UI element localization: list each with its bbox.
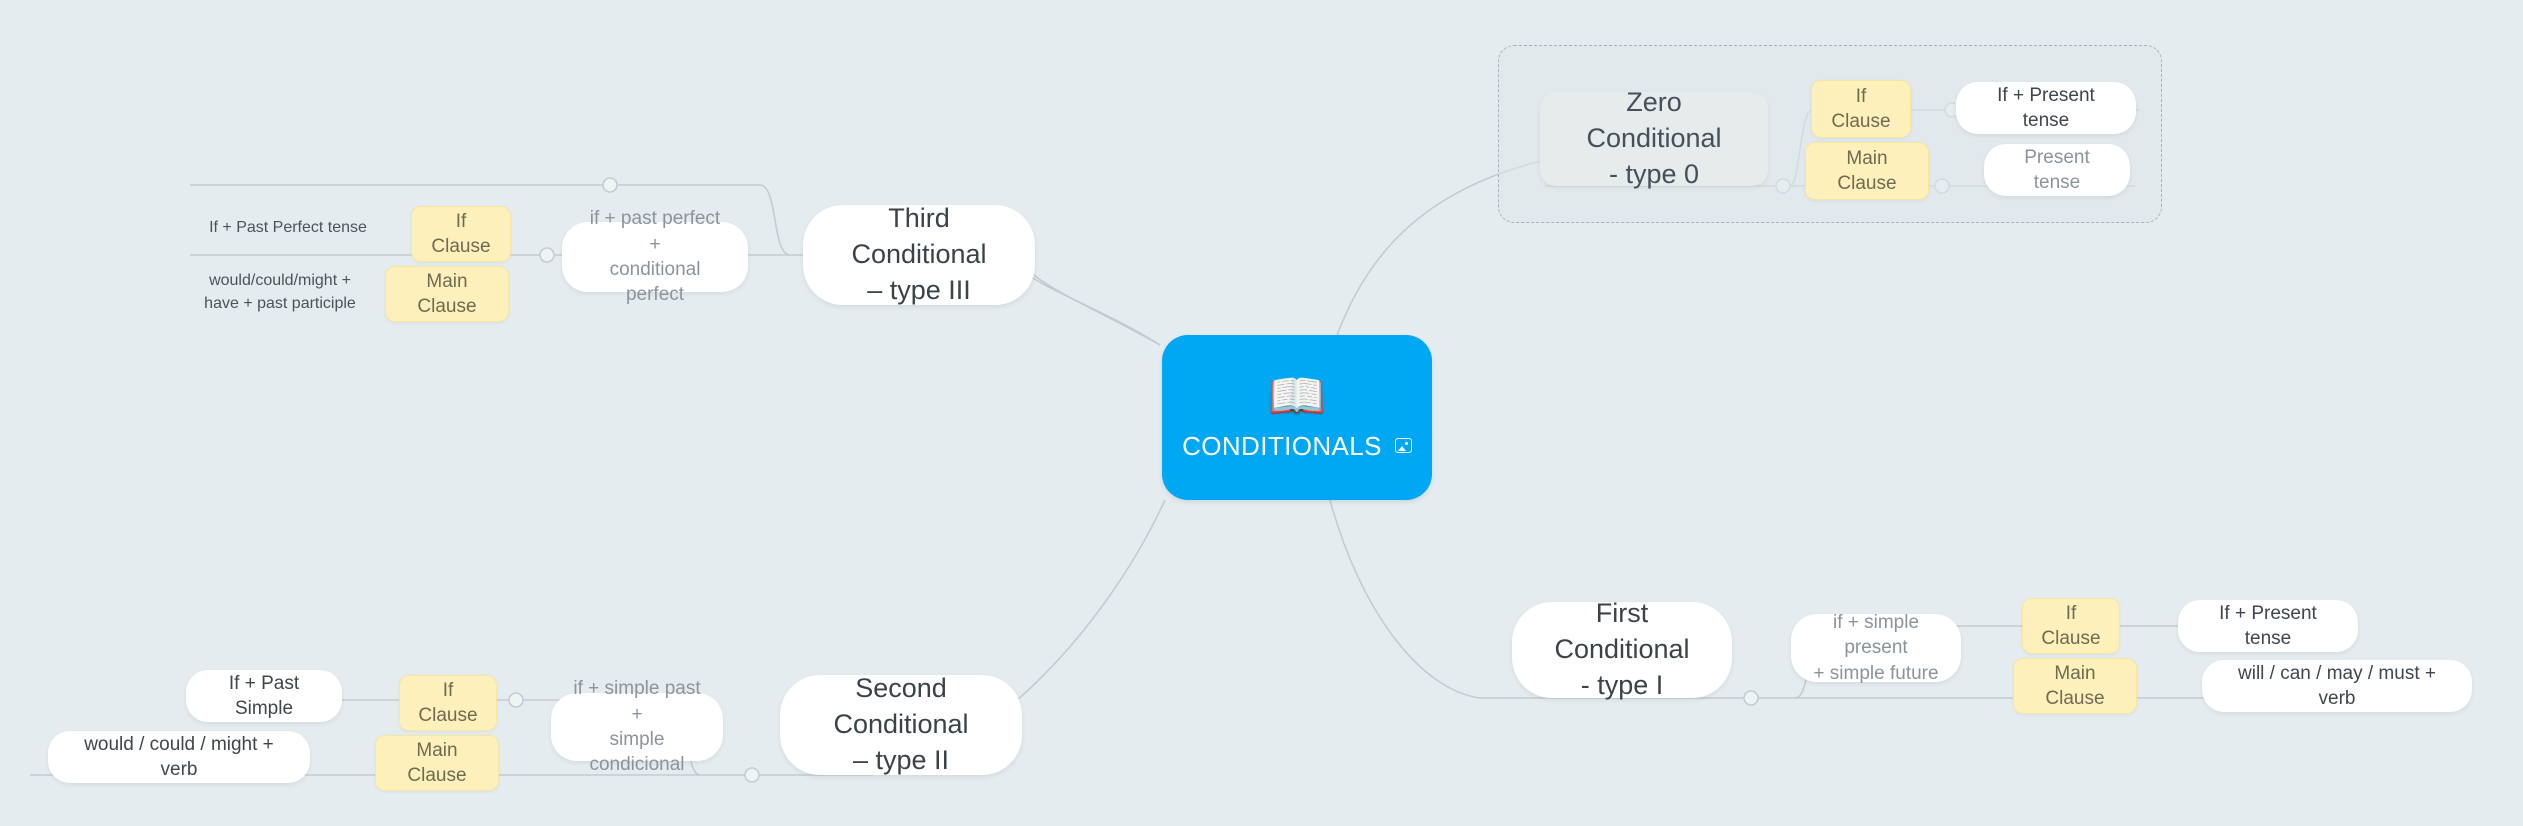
first-formula-label: if + simple present + simple future [1813,612,1939,684]
zero-if-clause-leaf-label: If + Present tense [1997,84,2095,131]
second-formula-label: if + simple past + simple condicional [573,678,701,776]
first-if-clause-leaf[interactable]: If + Present tense [2178,600,2358,652]
third-formula[interactable]: if + past perfect + conditional perfect [562,208,748,305]
edge-root-third-a [1026,254,1161,346]
first-main-clause-leaf-label: will / can / may / must + verb [2238,662,2436,709]
edge-root-first [1329,499,1481,699]
third-if-clause-leaf[interactable]: If + Past Perfect tense [190,210,386,246]
first-main-clause-leaf[interactable]: will / can / may / must + verb [2202,660,2472,712]
zero-main-clause-leaf[interactable]: Present tense [1984,144,2130,196]
zero-if-clause[interactable]: If Clause [1811,80,1911,138]
zero-main-clause-label: Main Clause [1837,147,1897,194]
second-if-clause-leaf-label: If + Past Simple [228,672,300,719]
branch-zero-conditional[interactable]: Zero Conditional - type 0 [1540,87,1768,189]
second-formula[interactable]: if + simple past + simple condicional [551,678,723,775]
branch-third-title: Third Conditional – type III [851,203,987,305]
branch-zero-title: Zero Conditional - type 0 [1586,87,1722,189]
second-if-clause-leaf[interactable]: If + Past Simple [186,670,342,722]
second-main-clause[interactable]: Main Clause [375,735,499,791]
first-main-clause-label: Main Clause [2045,662,2105,709]
second-if-clause-label: If Clause [418,679,478,726]
open-book-icon: 📖 [1267,368,1327,422]
third-if-clause-label: If Clause [431,210,491,257]
second-if-clause[interactable]: If Clause [399,675,497,731]
first-if-clause[interactable]: If Clause [2022,598,2120,654]
second-main-clause-label: Main Clause [407,739,467,786]
image-icon[interactable] [1394,438,1412,454]
zero-if-clause-leaf[interactable]: If + Present tense [1956,82,2136,134]
first-if-clause-label: If Clause [2041,602,2101,649]
branch-first-title: First Conditional - type I [1554,598,1690,700]
third-if-clause-leaf-label: If + Past Perfect tense [209,219,367,237]
zero-main-clause-leaf-label: Present tense [2024,146,2090,193]
third-main-clause-label: Main Clause [417,270,477,317]
third-main-clause-leaf-label: would/could/might + have + past particip… [204,271,356,312]
branch-first-conditional[interactable]: First Conditional - type I [1512,598,1732,700]
second-main-clause-leaf[interactable]: would / could / might + verb [48,731,310,783]
first-main-clause[interactable]: Main Clause [2013,658,2137,714]
root-label: CONDITIONALS [1182,430,1382,461]
root-node-conditionals[interactable]: 📖 CONDITIONALS [1162,335,1432,500]
branch-second-title: Second Conditional – type II [833,673,969,775]
third-main-clause-leaf[interactable]: would/could/might + have + past particip… [185,264,375,320]
third-main-clause[interactable]: Main Clause [385,266,509,322]
first-if-clause-leaf-label: If + Present tense [2219,602,2317,649]
second-main-clause-leaf-label: would / could / might + verb [84,733,274,780]
zero-main-clause[interactable]: Main Clause [1805,142,1929,200]
branch-second-conditional[interactable]: Second Conditional – type II [780,673,1022,775]
first-formula[interactable]: if + simple present + simple future [1791,612,1961,684]
third-formula-label: if + past perfect + conditional perfect [589,208,721,306]
edge-root-third-b [1019,254,1161,346]
third-if-clause[interactable]: If Clause [411,206,511,262]
branch-third-conditional[interactable]: Third Conditional – type III [803,203,1035,305]
zero-if-clause-label: If Clause [1831,85,1891,132]
